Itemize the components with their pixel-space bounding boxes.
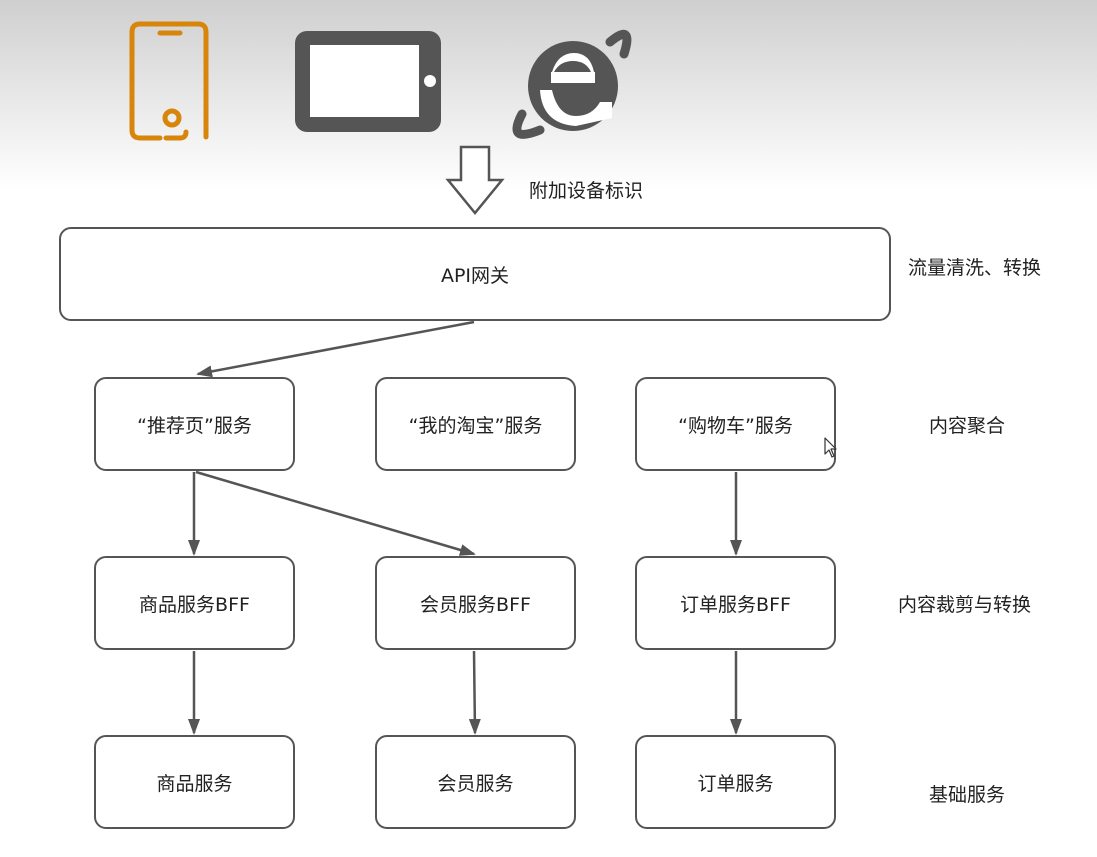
device-hollow-arrow <box>445 145 505 215</box>
bff-note: 内容裁剪与转换 <box>898 594 1032 616</box>
goods-bff-box: 商品服务BFF <box>94 556 295 650</box>
recommend-to-member-bff-arrow <box>195 470 476 556</box>
tablet-icon <box>295 31 441 132</box>
cart-service-box: “购物车”服务 <box>635 377 836 471</box>
gateway-to-recommend-arrow <box>196 320 475 378</box>
aggregation-note: 内容聚合 <box>929 415 1006 437</box>
device-arrow-label: 附加设备标识 <box>529 180 644 202</box>
ie-browser-icon <box>512 29 632 139</box>
goods-service-box: 商品服务 <box>94 735 295 829</box>
mouse-cursor-icon <box>824 437 837 458</box>
member-service-box: 会员服务 <box>375 735 576 829</box>
phone-icon <box>129 21 209 141</box>
member-bff-box: 会员服务BFF <box>375 556 576 650</box>
base-note: 基础服务 <box>929 784 1006 806</box>
order-service-box: 订单服务 <box>635 735 836 829</box>
member-bff-to-member-arrow <box>468 650 481 735</box>
order-bff-box: 订单服务BFF <box>635 556 836 650</box>
recommend-page-service-box: “推荐页”服务 <box>94 377 295 471</box>
gateway-note: 流量清洗、转换 <box>908 257 1042 279</box>
api-gateway-box: API网关 <box>59 227 891 321</box>
my-taobao-service-box: “我的淘宝”服务 <box>375 377 576 471</box>
